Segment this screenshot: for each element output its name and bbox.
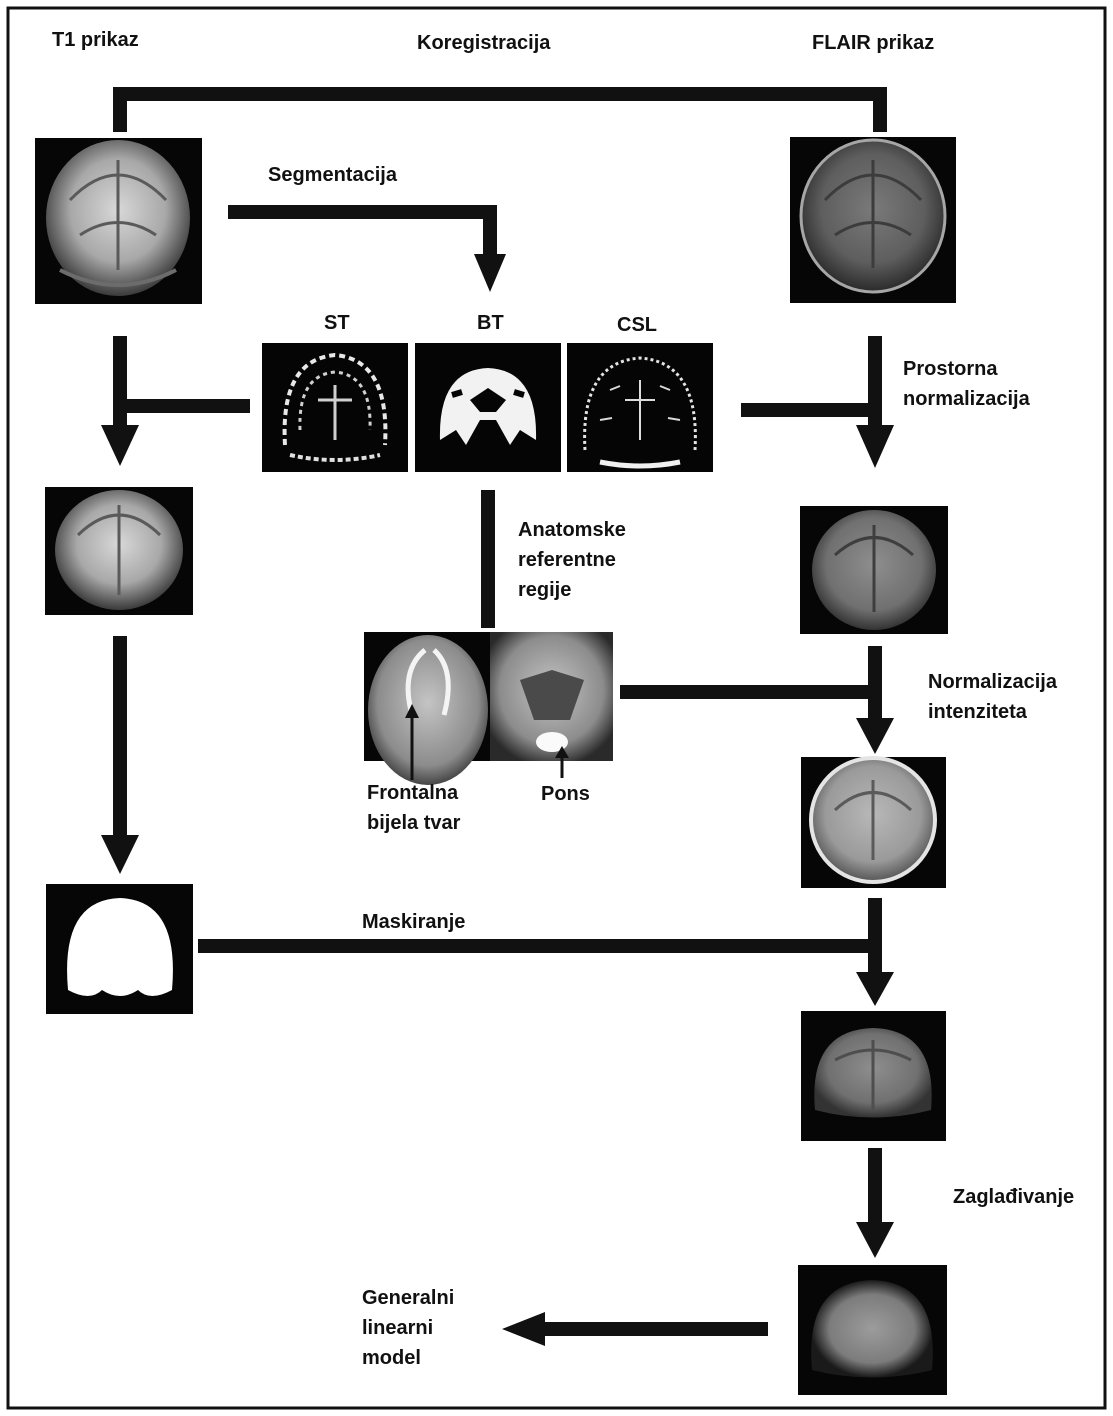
t1-column-label: T1 prikaz: [52, 29, 139, 51]
arrow-head-smoothing: [856, 1222, 894, 1258]
arrow-heads: [101, 254, 894, 1346]
anatomical-reference-label: Anatomske referentne regije: [518, 515, 626, 605]
frontal-white-matter-line-2: bijela tvar: [367, 812, 461, 834]
brain-mask-image: [46, 884, 193, 1014]
glm-line-1: Generalni: [362, 1287, 455, 1309]
t1-original-scan: [35, 138, 202, 304]
anatomical-reference-line-3: regije: [518, 579, 572, 601]
arrow-head-flair-norm: [856, 425, 894, 468]
glm-label: Generalni linearni model: [362, 1283, 454, 1373]
glm-line-3: model: [362, 1347, 421, 1369]
arrow-head-t1-norm: [101, 425, 139, 466]
segmentation-line: [228, 205, 497, 254]
t1-normalized-scan: [45, 487, 193, 615]
anatomical-reference-line-1: Anatomske: [518, 519, 626, 541]
spatial-normalization-label: Prostorna normalizacija: [903, 354, 1030, 414]
flair-normalized-scan: [800, 506, 948, 634]
flair-original-scan: [790, 137, 956, 303]
flow-lines: [113, 87, 887, 1336]
reference-regions-scan: [364, 632, 613, 785]
flair-intensity-normalized-scan: [801, 756, 946, 888]
intensity-normalization-line-2: intenziteta: [928, 701, 1027, 723]
arrow-head-intensity: [856, 718, 894, 754]
segmentation-label: Segmentacija: [268, 164, 397, 186]
csl-label: CSL: [617, 314, 657, 336]
smoothing-label: Zaglađivanje: [953, 1186, 1075, 1208]
frontal-white-matter-line-1: Frontalna: [367, 782, 459, 804]
masked-flair-scan: [801, 1011, 946, 1141]
anatomical-reference-line-2: referentne: [518, 549, 616, 571]
st-segmentation-map: [262, 343, 408, 472]
arrow-head-glm: [502, 1312, 545, 1346]
pons-pointer-head: [555, 746, 569, 758]
csl-segmentation-map: [567, 343, 713, 472]
spatial-normalization-line-2: normalizacija: [903, 388, 1030, 410]
coregistration-label: Koregistracija: [417, 32, 551, 54]
glm-line-2: linearni: [362, 1317, 434, 1339]
arrow-head-masking: [856, 972, 894, 1006]
coreg-bracket: [113, 87, 887, 132]
intensity-normalization-line-1: Normalizacija: [928, 671, 1057, 693]
arrow-head-segmentation: [474, 254, 506, 292]
smoothed-scan: [798, 1265, 947, 1395]
reference-pointers: [405, 704, 569, 780]
outer-border: [6, 6, 1107, 1410]
spatial-normalization-line-1: Prostorna: [903, 358, 998, 380]
bt-segmentation-map: [415, 343, 561, 472]
frontal-white-matter-label: Frontalna bijela tvar: [367, 778, 460, 838]
pons-label: Pons: [541, 783, 590, 805]
frontal-pointer-head: [405, 704, 419, 718]
st-label: ST: [324, 312, 350, 334]
bt-label: BT: [477, 312, 504, 334]
masking-label: Maskiranje: [362, 911, 466, 933]
arrow-head-t1-mask: [101, 835, 139, 874]
flair-column-label: FLAIR prikaz: [812, 32, 935, 54]
intensity-normalization-label: Normalizacija intenziteta: [928, 667, 1057, 727]
